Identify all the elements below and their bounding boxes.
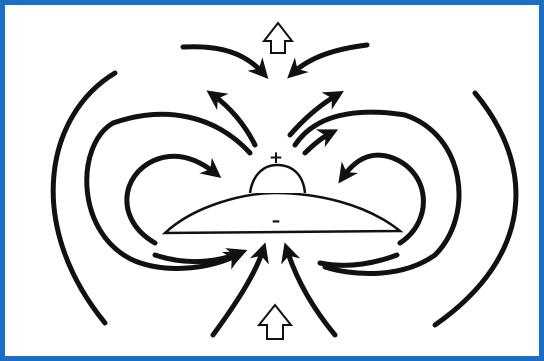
lower-field-line-right-inner [320, 255, 397, 265]
positive-charge-sign: + [269, 148, 283, 168]
mid-field-line-right [295, 112, 459, 273]
field-line-diagram: + – [5, 5, 539, 356]
mid-field-line-right-inner-arrow [305, 133, 331, 153]
disk-dome [250, 165, 305, 193]
mid-field-line-left [87, 114, 250, 268]
negative-charge-sign: – [272, 211, 281, 231]
upper-field-line-right [293, 45, 367, 73]
disk-body [165, 193, 400, 233]
outer-field-line-left [53, 73, 115, 323]
outer-field-line-right [435, 93, 516, 325]
up-arrow-outline-top [264, 23, 292, 53]
up-arrow-outline-bottom [259, 305, 291, 339]
upper-field-line-left [183, 47, 263, 73]
